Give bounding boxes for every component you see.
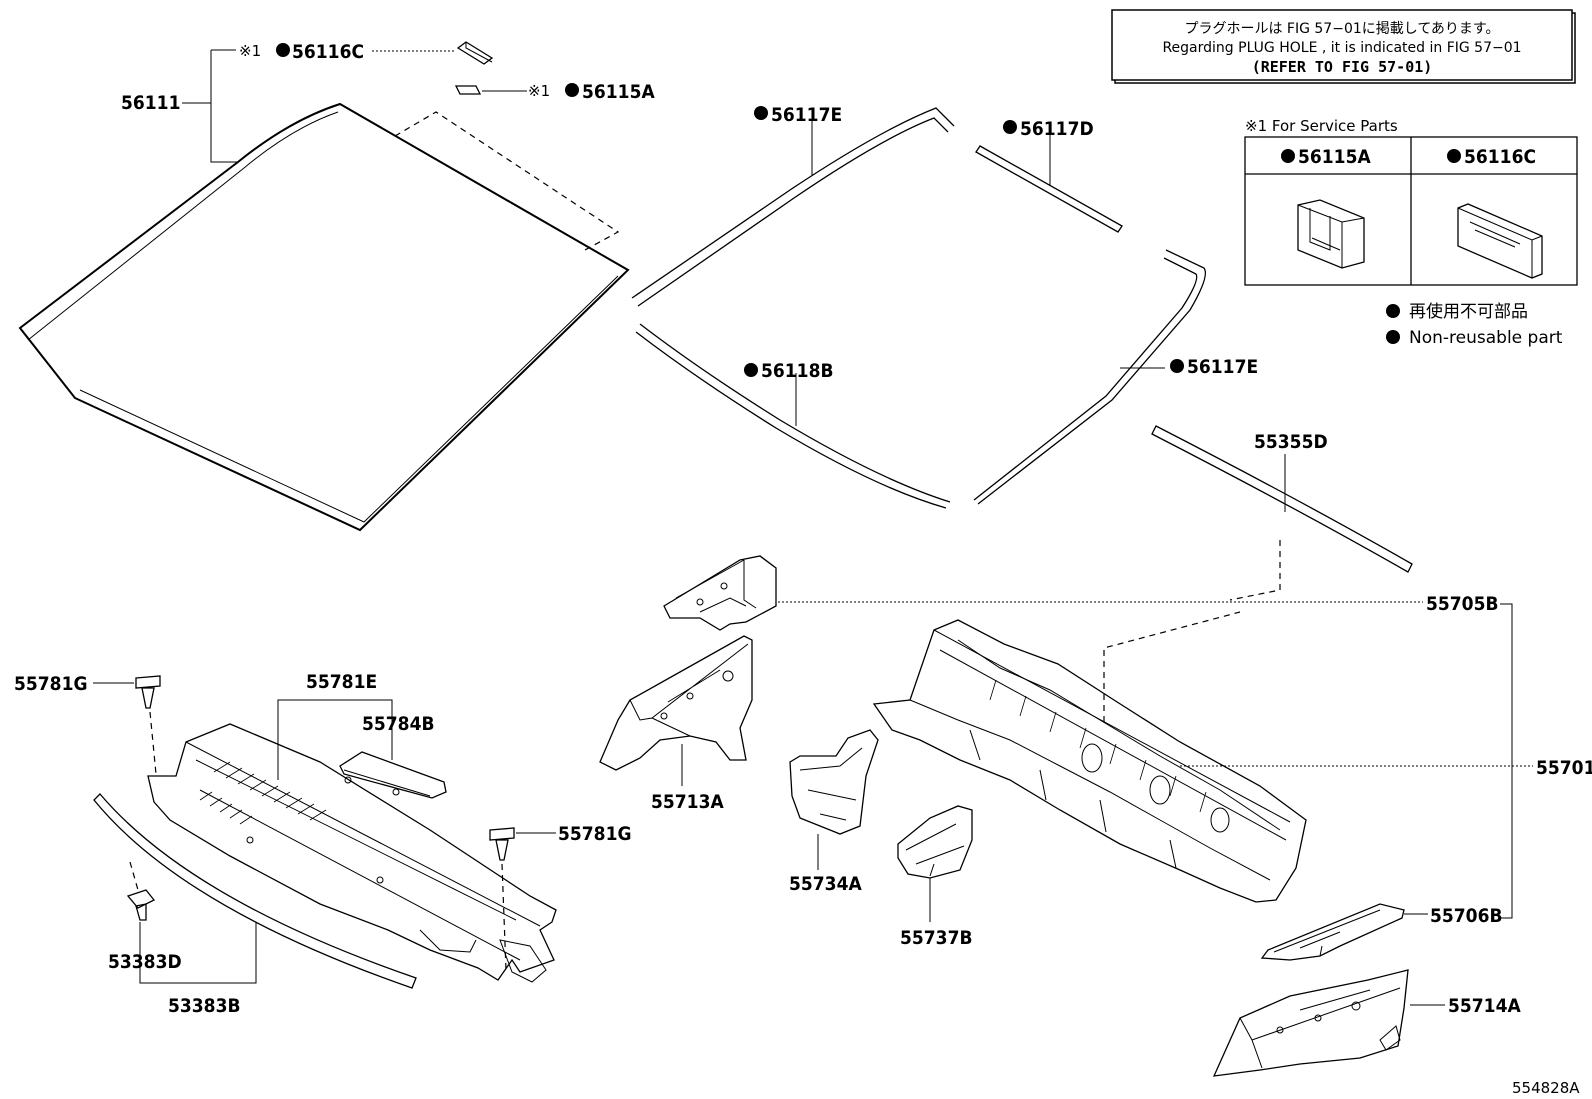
part-number: 55355D [1254, 431, 1328, 453]
clip-56115A [454, 85, 482, 95]
molding-56117E-top: 56117E [631, 104, 955, 307]
molding-56117D: 56117D [975, 118, 1123, 233]
label-56115A: ※1 56115A [482, 81, 655, 103]
legend-en: Non-reusable part [1409, 328, 1563, 348]
part-number: 56118B [761, 360, 834, 382]
clip-55781G-right: 55781G [489, 823, 632, 971]
part-number: 55781G [14, 673, 88, 695]
part-number: 55706B [1430, 905, 1503, 927]
seal-55355D: 55355D [1151, 425, 1413, 601]
service-part-56115A: 56115A [1298, 146, 1371, 168]
part-number: 55781G [558, 823, 632, 845]
non-reusable-mark [1281, 149, 1295, 163]
non-reusable-mark [565, 83, 579, 97]
legend-jp: 再使用不可部品 [1409, 301, 1528, 322]
part-number: 53383D [108, 951, 182, 973]
label-56111: 56111 [121, 49, 238, 163]
part-number: 55734A [789, 873, 862, 895]
service-mark: ※1 [528, 82, 550, 100]
part-number: 56117D [1020, 118, 1094, 140]
seal-53383B: 53383B [93, 793, 417, 1017]
bracket-55705B [663, 555, 777, 631]
non-reusable-mark [276, 43, 290, 57]
legend-dot [1386, 330, 1400, 344]
clip-56116C-illustration [1457, 203, 1543, 279]
clip-56116C [456, 41, 494, 65]
legend-dot [1386, 304, 1400, 318]
cover-55784B [339, 751, 447, 799]
note-line-refer: (REFER TO FIG 57-01) [1252, 58, 1433, 76]
part-number: 55784B [362, 713, 435, 735]
figure-id: 554828A [1512, 1079, 1580, 1097]
bracket-55737B: 55737B [897, 805, 973, 949]
molding-56118B: 56118B [635, 323, 951, 509]
clip-55781G-left: 55781G [14, 673, 161, 775]
part-number: 55713A [651, 791, 724, 813]
label-56116C: ※1 56116C [239, 41, 455, 63]
windshield-glass [18, 102, 630, 532]
cowl-louver-55781E [147, 723, 557, 983]
part-number: 53383B [168, 995, 241, 1017]
cowl-panel-55701 [872, 611, 1307, 903]
bracket-55706B: 55706B [1260, 903, 1503, 961]
service-part-56116C: 56116C [1464, 146, 1536, 168]
service-parts-title: ※1 For Service Parts [1245, 117, 1398, 135]
note-line-jp: プラグホールは FIG 57−01に掲載してあります。 [1184, 21, 1499, 37]
service-parts-table: ※1 For Service Parts 56115A 56116C [1244, 117, 1578, 286]
clip-53383D: 53383D [108, 861, 200, 984]
service-mark: ※1 [239, 42, 261, 60]
part-number: 55781E [306, 671, 377, 693]
part-number: 55714A [1448, 995, 1521, 1017]
note-line-en: Regarding PLUG HOLE , it is indicated in… [1162, 40, 1521, 56]
panel-55714A: 55714A [1212, 969, 1521, 1077]
non-reusable-mark [754, 106, 768, 120]
part-number: 56115A [582, 81, 655, 103]
label-55701: 55701 [1180, 757, 1592, 779]
part-number: 55705B [1426, 593, 1499, 615]
part-number: 56116C [292, 41, 364, 63]
legend: 再使用不可部品 Non-reusable part [1386, 301, 1563, 348]
non-reusable-mark [1170, 359, 1184, 373]
clip-56115A-illustration [1297, 199, 1365, 269]
non-reusable-mark [744, 363, 758, 377]
part-number: 56117E [1187, 356, 1258, 378]
bracket-55734A: 55734A [789, 729, 879, 895]
part-number: 56117E [771, 104, 842, 126]
non-reusable-mark [1447, 149, 1461, 163]
label-55784B: 55784B [362, 713, 435, 735]
label-55705B: 55705B [778, 593, 1513, 919]
plug-hole-note: プラグホールは FIG 57−01に掲載してあります。 Regarding PL… [1111, 9, 1576, 84]
part-number: 55701 [1536, 757, 1592, 779]
panel-55713A: 55713A [599, 635, 753, 813]
part-number: 55737B [900, 927, 973, 949]
molding-56117E-right: 56117E [973, 249, 1258, 505]
label-55781E: 55781E [277, 671, 393, 780]
non-reusable-mark [1003, 120, 1017, 134]
part-number: 56111 [121, 92, 180, 114]
